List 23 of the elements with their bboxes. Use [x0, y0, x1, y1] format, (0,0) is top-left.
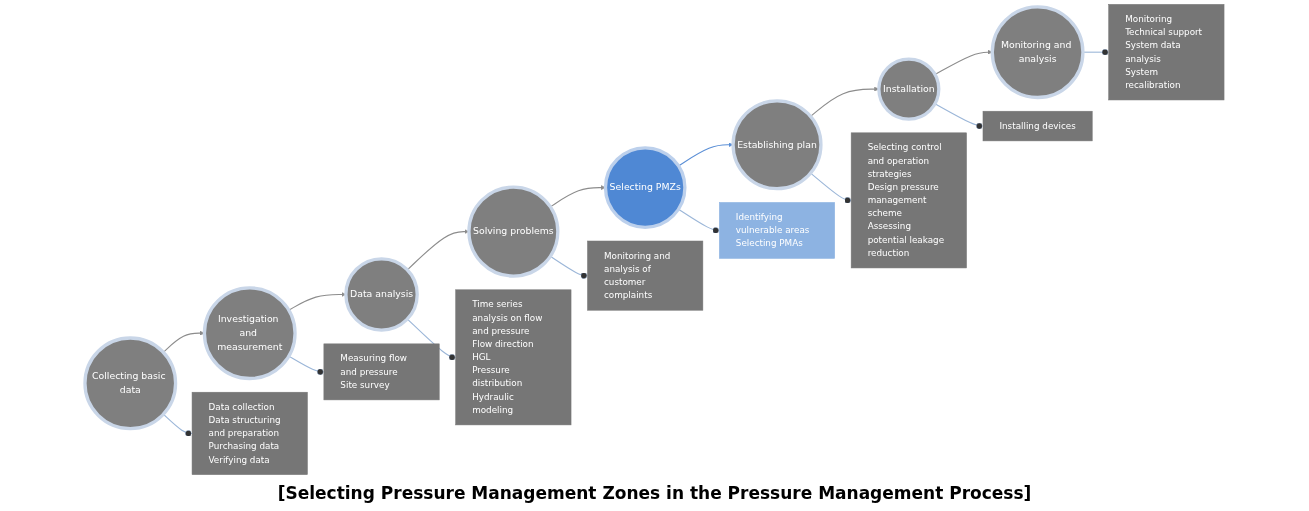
connector: [810, 172, 852, 204]
node-box: Time series analysis on flow and pressure Flow direction HGL Pressure distribution Hydraulic modeling: [455, 289, 572, 426]
node-box: Measuring flow and pressure Site survey: [323, 343, 440, 401]
node-box: Identifying vulnerable areas Selecting PMAs: [719, 202, 835, 259]
node-circle: Investigation and measurement: [202, 286, 297, 381]
arrow: [406, 229, 470, 271]
node-circle: Collecting basic data: [83, 336, 178, 431]
connector: [406, 318, 457, 361]
node-circle: Establishing plan: [731, 99, 823, 191]
node-box: Installing devices: [982, 110, 1093, 142]
caption: [Selecting Pressure Management Zones in the Pressure Management Process]: [277, 482, 1032, 505]
node-box: Monitoring Technical support System data analysis System recalibration: [1108, 4, 1225, 101]
node-circle: Installation: [877, 57, 941, 121]
node-box: Monitoring and analysis of customer complaints: [587, 240, 704, 311]
connector: [162, 413, 193, 437]
node-circle: Monitoring and analysis: [990, 5, 1085, 100]
node-circle: Selecting PMZs: [603, 146, 687, 229]
node-circle: Data analysis: [344, 257, 419, 332]
node-box: Data collection Data structuring and preparation Purchasing data Verifying data: [191, 391, 308, 475]
connector: [934, 103, 984, 130]
node-box: Selecting control and operation strategies Design pressure management scheme Assessing potential leakage reduction: [850, 132, 967, 269]
connector: [288, 355, 325, 376]
node-circle: Solving problems: [467, 185, 560, 278]
